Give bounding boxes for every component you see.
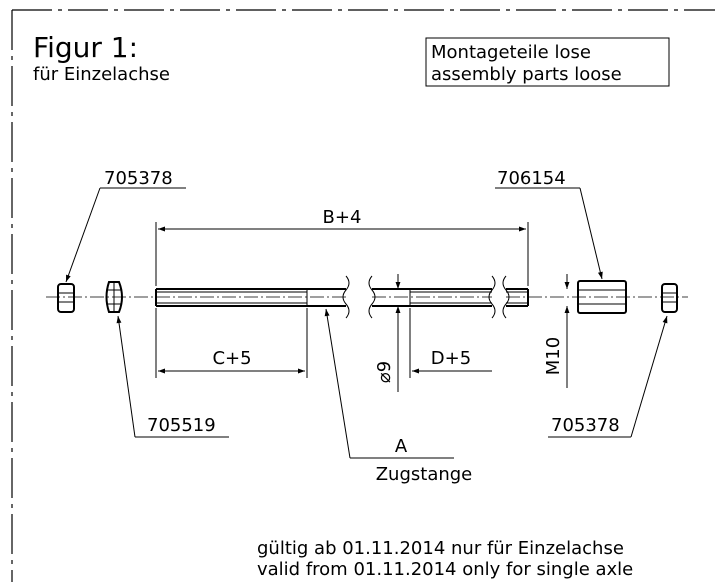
figure-title: Figur 1: [33,31,138,64]
left-lock-nut [105,281,123,313]
dimension-left-thread-label: C+5 [212,348,251,369]
validity-note-en: valid from 01.11.2014 only for single ax… [257,559,633,580]
dimension-overall: B+4 [155,207,529,286]
tie-rod-left [155,275,350,319]
part-label-coupling-nut: 706154 [497,168,566,189]
dimension-right-thread: D+5 [409,308,492,378]
tie-rod-right [502,275,529,319]
right-hex-nut [661,283,678,313]
left-hex-nut [57,283,75,313]
leader-tie-rod: A Zugstange [324,308,473,485]
leader-left-lock-nut: 705519 [116,315,229,438]
validity-note-de: gültig ab 01.11.2014 nur für Einzelachse [257,538,624,559]
part-label-left-nut: 705378 [104,168,173,189]
part-label-left-lock-nut: 705519 [147,415,216,436]
note-line-1: Montageteile lose [431,42,591,63]
dimension-diameter-label: ⌀9 [374,361,395,383]
tie-rod-letter: A [395,436,408,457]
figure-subtitle: für Einzelachse [33,64,170,85]
dimension-thread-size: M10 [543,274,570,388]
part-label-right-nut: 705378 [551,415,620,436]
dimension-right-thread-label: D+5 [431,348,471,369]
leader-coupling-nut: 706154 [495,168,603,280]
sheet-border [11,9,715,582]
tie-rod-name: Zugstange [376,464,473,485]
note-line-2: assembly parts loose [431,64,622,85]
note-box: Montageteile lose assembly parts loose [425,37,670,87]
leader-right-nut: 705378 [548,315,668,438]
coupling-nut [577,280,627,314]
dimension-thread-size-label: M10 [543,337,564,375]
dimension-overall-label: B+4 [323,207,362,228]
dimension-left-thread: C+5 [155,308,308,378]
leader-left-nut: 705378 [65,168,186,283]
dimension-diameter: ⌀9 [374,274,401,392]
tie-rod-middle [368,275,496,319]
